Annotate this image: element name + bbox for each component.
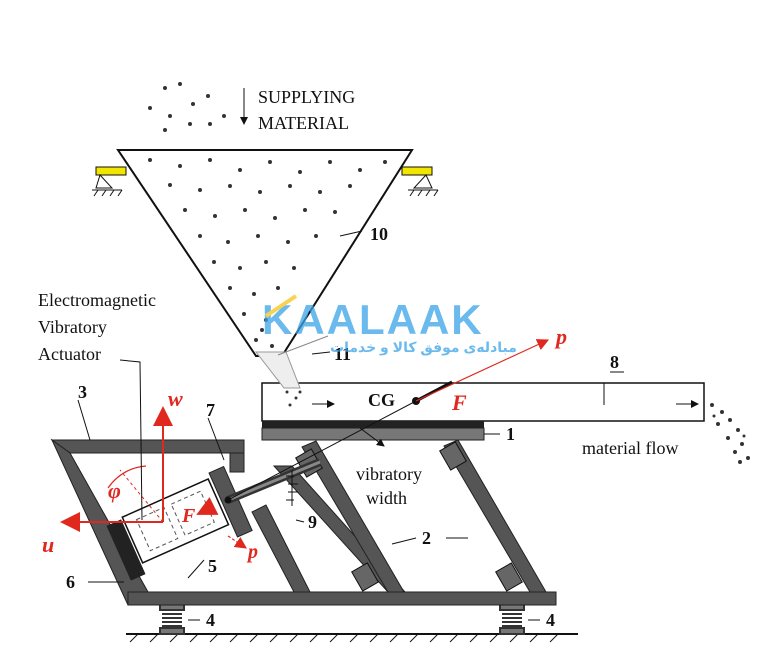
symbol-p-top: p (554, 324, 567, 349)
isolator-spring-right (499, 603, 525, 635)
supply-particles (148, 82, 226, 132)
part-7: 7 (206, 400, 215, 420)
hopper-support-right (401, 166, 439, 197)
chute (254, 335, 329, 389)
leader-lines (77, 230, 624, 621)
trough (261, 382, 705, 422)
supplying-label-line2: MATERIAL (258, 113, 349, 133)
isolator-spring-left (159, 603, 185, 635)
leaf-springs (301, 439, 547, 593)
force-line (227, 400, 417, 501)
symbol-F-top: F (451, 390, 467, 415)
symbol-p-low: p (246, 541, 258, 563)
part-8: 8 (610, 352, 619, 372)
symbol-phi: φ (108, 478, 121, 503)
symbol-u: u (42, 532, 54, 557)
part-4-left: 4 (206, 610, 215, 630)
part-4-right: 4 (546, 610, 555, 630)
part-2: 2 (422, 528, 431, 548)
actuator-label-line2: Vibratory (38, 317, 107, 337)
actuator-mount-6 (106, 519, 146, 581)
symbol-w: w (168, 386, 183, 411)
vibratory-width-arrow (359, 427, 385, 447)
actuator-label-line1: Electromagnetic (38, 290, 156, 310)
vibratory-label-line2: width (366, 488, 407, 508)
connecting-rod-highlight (227, 460, 321, 502)
svg-text:KAALAAK: KAALAAK (262, 296, 484, 343)
svg-text:مبادله‌ی موفق کالا و خدمات: مبادله‌ی موفق کالا و خدمات (330, 339, 517, 356)
material-flow-label: material flow (582, 438, 678, 458)
actuator-pivot (224, 496, 232, 504)
stiffness-spring-9 (286, 470, 298, 506)
part-3: 3 (78, 382, 87, 402)
part-5: 5 (208, 556, 217, 576)
ground (126, 633, 578, 643)
cg-label: CG (368, 390, 395, 410)
part-11: 11 (334, 344, 351, 364)
hopper-support-left (92, 166, 127, 197)
spring-clamps (295, 441, 523, 592)
base-frame (50, 438, 557, 606)
symbol-F-low: F (181, 505, 196, 527)
axes (60, 406, 247, 549)
trough-base-plate (262, 421, 484, 428)
electromagnetic-actuator-5 (121, 477, 230, 564)
part-6: 6 (66, 572, 75, 592)
p-direction-arrow (415, 339, 550, 402)
outflow-particles (710, 403, 750, 464)
part-9: 9 (308, 512, 317, 532)
supplying-label-line1: SUPPLYING (258, 87, 355, 107)
vibratory-label-line1: vibratory (356, 464, 422, 484)
part-10: 10 (370, 224, 388, 244)
actuator-label-line3: Actuator (38, 344, 101, 364)
watermark-logo: KAALAAK مبادله‌ی موفق کالا و خدمات (262, 294, 517, 356)
part-1: 1 (506, 424, 515, 444)
hopper-particles (148, 158, 387, 348)
